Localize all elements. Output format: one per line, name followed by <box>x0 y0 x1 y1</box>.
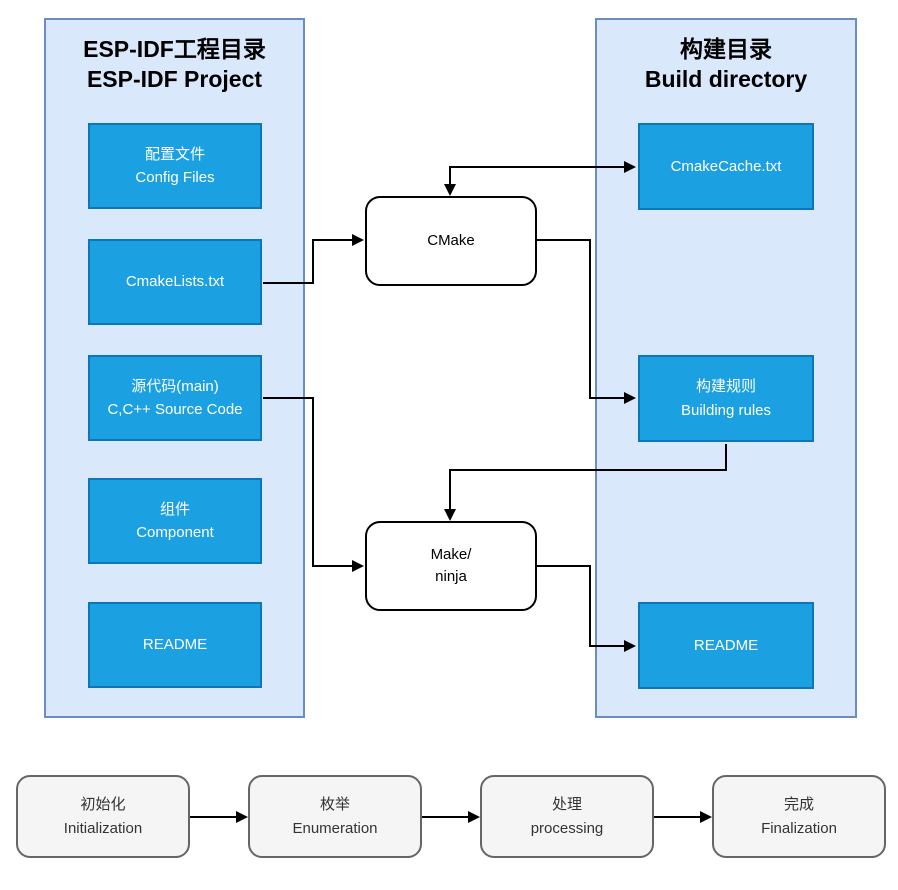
box-readme-left: README <box>88 602 262 688</box>
box-source-code-zh: 源代码(main) <box>131 377 219 395</box>
flow-enumeration: 枚举 Enumeration <box>248 775 422 858</box>
box-readme-left-label: README <box>142 636 208 654</box>
left-panel-title: ESP-IDF工程目录 ESP-IDF Project <box>46 34 303 95</box>
flow-processing-en: processing <box>530 819 604 837</box>
node-make-ninja: Make/ ninja <box>365 521 537 611</box>
box-component-zh: 组件 <box>159 500 190 518</box>
box-source-code-en: C,C++ Source Code <box>107 401 243 418</box>
box-config-files-en: Config Files <box>135 169 215 186</box>
box-building-rules-en: Building rules <box>680 401 772 419</box>
right-panel-title-en: Build directory <box>644 66 808 93</box>
right-panel-title: 构建目录 Build directory <box>597 34 855 95</box>
arrowhead-into-cmake-top <box>444 184 456 196</box>
right-panel-title-zh: 构建目录 <box>680 36 772 62</box>
flow-initialization-zh: 初始化 <box>80 796 126 814</box>
box-cmakecache-label: CmakeCache.txt <box>670 157 782 175</box>
box-config-files: 配置文件 Config Files <box>88 123 262 209</box>
arrowhead-into-make-top <box>444 509 456 521</box>
flow-initialization: 初始化 Initialization <box>16 775 190 858</box>
flow-finalization-zh: 完成 <box>783 796 814 814</box>
node-cmake: CMake <box>365 196 537 286</box>
box-readme-right-label: README <box>693 636 759 654</box>
arrowhead-into-make-left <box>352 560 364 572</box>
box-building-rules: 构建规则 Building rules <box>638 355 814 442</box>
box-cmakelists: CmakeLists.txt <box>88 239 262 325</box>
node-cmake-label: CMake <box>427 231 475 249</box>
box-cmakelists-label: CmakeLists.txt <box>125 273 225 291</box>
flow-finalization-en: Finalization <box>761 819 837 837</box>
node-make-ninja-line2: ninja <box>435 568 467 585</box>
box-component: 组件 Component <box>88 478 262 564</box>
flow-initialization-en: Initialization <box>63 819 143 837</box>
arrowhead-into-cmake-left <box>352 234 364 246</box>
left-panel-title-en: ESP-IDF Project <box>86 66 263 93</box>
node-make-ninja-line1: Make/ <box>430 545 472 563</box>
flow-processing: 处理 processing <box>480 775 654 858</box>
flow-enumeration-en: Enumeration <box>292 819 378 837</box>
arrowhead-into-finalization <box>700 811 712 823</box>
box-config-files-zh: 配置文件 <box>144 145 205 163</box>
box-component-en: Component <box>136 524 214 541</box>
flow-finalization: 完成 Finalization <box>712 775 886 858</box>
box-cmakecache: CmakeCache.txt <box>638 123 814 210</box>
box-source-code: 源代码(main) C,C++ Source Code <box>88 355 262 441</box>
arrowhead-into-enumeration <box>236 811 248 823</box>
flow-processing-zh: 处理 <box>551 796 582 814</box>
flow-enumeration-zh: 枚举 <box>319 796 350 814</box>
arrowhead-into-processing <box>468 811 480 823</box>
box-building-rules-zh: 构建规则 <box>695 378 756 396</box>
left-panel-title-zh: ESP-IDF工程目录 <box>83 36 266 62</box>
box-readme-right: README <box>638 602 814 689</box>
